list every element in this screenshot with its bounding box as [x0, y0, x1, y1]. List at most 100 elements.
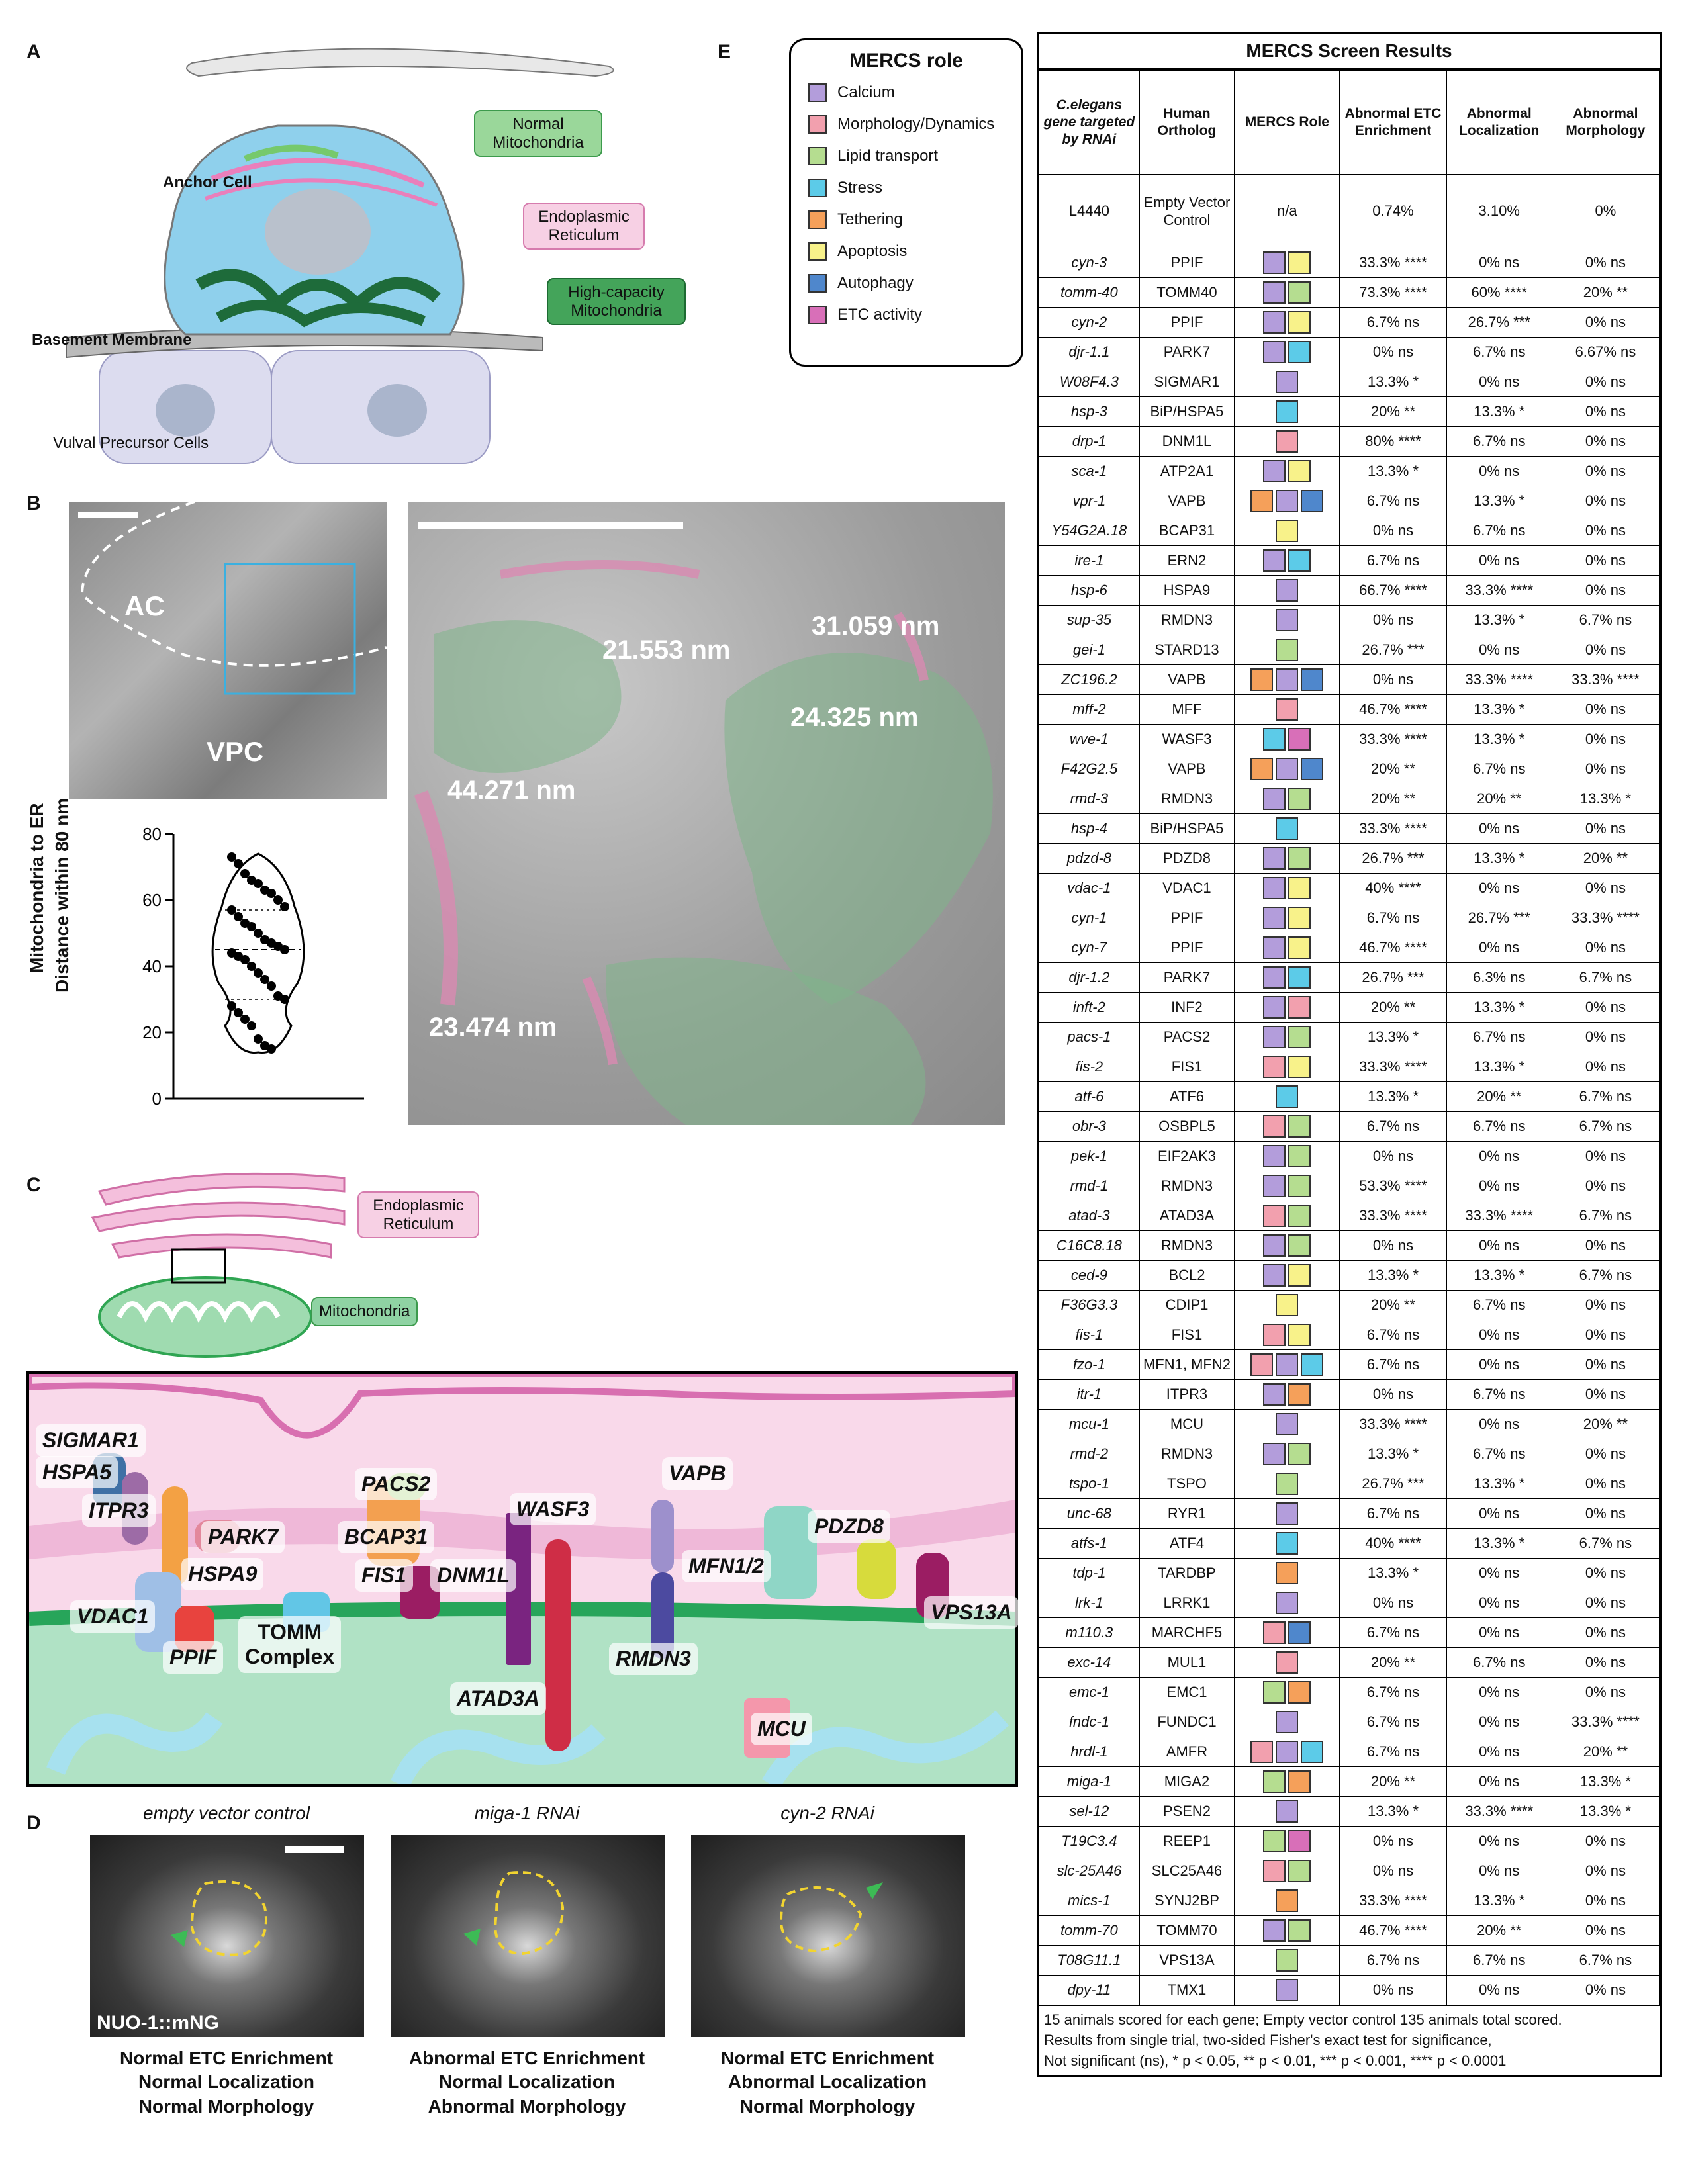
localization-cell: 20% ** [1446, 1081, 1552, 1112]
ortholog-cell: BiP/HSPA5 [1139, 813, 1235, 844]
data-point [267, 1044, 276, 1054]
etc-cell: 0% ns [1339, 516, 1447, 546]
data-point [240, 955, 250, 964]
role-swatch [1276, 1592, 1299, 1614]
legend-item: Tethering [808, 208, 903, 231]
localization-cell: 33.3% **** [1446, 1796, 1552, 1827]
high-mito-label: High-capacity Mitochondria [547, 278, 686, 326]
localization-cell: 0% ns [1446, 813, 1552, 844]
role-swatch [1276, 520, 1299, 542]
morphology-cell: 0% ns [1551, 754, 1660, 784]
ortholog-cell: PARK7 [1139, 962, 1235, 993]
data-point [254, 968, 263, 978]
gene-cell: atad-3 [1039, 1201, 1140, 1231]
gene-cell: fndc-1 [1039, 1707, 1140, 1737]
em-zoom-overlay [414, 522, 993, 1125]
gene-cell: wve-1 [1039, 724, 1140, 754]
localization-cell: 13.3% * [1446, 1469, 1552, 1499]
gene-cell: inft-2 [1039, 992, 1140, 1023]
d-caption-2-line3: Abnormal Morphology [428, 2095, 626, 2116]
role-cell [1234, 1737, 1340, 1767]
ortholog-cell: BCL2 [1139, 1260, 1235, 1291]
localization-cell: 0% ns [1446, 1617, 1552, 1648]
role-swatch [1276, 1532, 1299, 1555]
violin-outline [211, 852, 305, 1054]
role-cell [1234, 1945, 1340, 1976]
header-role: MERCS Role [1234, 70, 1340, 175]
etc-cell: 46.7% **** [1339, 933, 1447, 963]
measurement-1: 21.553 nm [602, 635, 731, 664]
data-point [247, 922, 256, 931]
ortholog-cell: TOMM40 [1139, 277, 1235, 308]
footnote-line-3: Not significant (ns), * p < 0.05, ** p <… [1044, 2052, 1507, 2069]
control-role: n/a [1234, 174, 1340, 248]
morphology-cell: 6.7% ns [1551, 605, 1660, 635]
gene-cell: itr-1 [1039, 1379, 1140, 1410]
header-ortholog: Human Ortholog [1139, 70, 1235, 175]
role-swatch [1288, 1443, 1311, 1465]
morphology-cell: 6.7% ns [1551, 1945, 1660, 1976]
etc-cell: 6.7% ns [1339, 1677, 1447, 1707]
y-tick-label: 80 [142, 824, 162, 844]
stain-label: NUO-1::mNG [97, 2012, 219, 2034]
localization-cell: 6.7% ns [1446, 1379, 1552, 1410]
legend-swatch [808, 83, 827, 102]
localization-cell: 13.3% * [1446, 1886, 1552, 1916]
localization-cell: 0% ns [1446, 1230, 1552, 1261]
morphology-cell: 6.7% ns [1551, 1111, 1660, 1142]
etc-cell: 6.7% ns [1339, 1707, 1447, 1737]
role-swatch [1276, 430, 1299, 453]
localization-cell: 0% ns [1446, 1677, 1552, 1707]
gene-cell: mff-2 [1039, 694, 1140, 725]
gene-cell: ire-1 [1039, 545, 1140, 576]
etc-cell: 20% ** [1339, 992, 1447, 1023]
ortholog-cell: FUNDC1 [1139, 1707, 1235, 1737]
morphology-cell: 0% ns [1551, 456, 1660, 486]
localization-cell: 6.7% ns [1446, 426, 1552, 457]
measurement-3: 24.325 nm [790, 703, 919, 732]
role-cell [1234, 1201, 1340, 1231]
panel-e-letter: E [718, 41, 731, 63]
role-swatch [1263, 1145, 1286, 1167]
role-swatch [1288, 311, 1311, 334]
panel-d-letter: D [26, 1812, 41, 1834]
legend-swatch [808, 242, 827, 261]
role-swatch [1263, 1443, 1286, 1465]
localization-cell: 0% ns [1446, 1171, 1552, 1201]
morphology-cell: 0% ns [1551, 248, 1660, 278]
localization-cell: 33.3% **** [1446, 1201, 1552, 1231]
role-cell [1234, 1677, 1340, 1707]
legend-label: Stress [837, 179, 883, 197]
role-swatch [1288, 788, 1311, 810]
role-cell [1234, 1111, 1340, 1142]
role-swatch [1276, 371, 1299, 393]
gene-cell: ZC196.2 [1039, 664, 1140, 695]
role-cell [1234, 337, 1340, 367]
role-cell [1234, 1766, 1340, 1797]
role-swatch [1263, 847, 1286, 870]
etc-cell: 6.7% ns [1339, 486, 1447, 516]
etc-cell: 6.7% ns [1339, 307, 1447, 338]
localization-cell: 0% ns [1446, 545, 1552, 576]
role-swatch [1263, 788, 1286, 810]
localization-cell: 0% ns [1446, 1975, 1552, 2005]
role-cell [1234, 456, 1340, 486]
morphology-cell: 0% ns [1551, 1617, 1660, 1648]
role-cell [1234, 724, 1340, 754]
ortholog-cell: BCAP31 [1139, 516, 1235, 546]
er-label-c: Endoplasmic Reticulum [357, 1191, 479, 1239]
role-swatch [1263, 1264, 1286, 1287]
role-swatch [1263, 996, 1286, 1019]
ortholog-cell: ATP2A1 [1139, 456, 1235, 486]
role-cell [1234, 1320, 1340, 1350]
gene-cell: ced-9 [1039, 1260, 1140, 1291]
role-cell [1234, 784, 1340, 814]
role-swatch [1288, 341, 1311, 363]
panel-a-letter: A [26, 41, 41, 63]
